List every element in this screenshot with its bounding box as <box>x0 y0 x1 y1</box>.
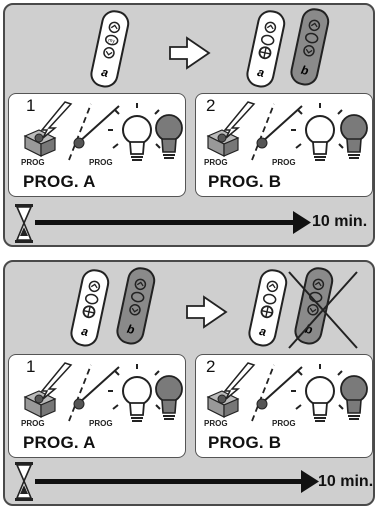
prog-card-graphics: PROG PROG <box>204 101 368 167</box>
prog-button-icon: PROG <box>204 390 240 428</box>
prog-button-icon: PROG <box>21 390 57 428</box>
prog-card-graphics: PROG PROG <box>204 362 368 428</box>
svg-text:PROG: PROG <box>89 158 113 167</box>
svg-text:PROG: PROG <box>204 158 228 167</box>
panel-1-graphics: my a a b <box>15 8 330 243</box>
bulb-on-icon <box>291 364 349 422</box>
svg-text:PROG: PROG <box>21 158 45 167</box>
step-number: 2 <box>206 357 216 376</box>
dashed-separator-icon <box>68 364 92 422</box>
prog-card-a: 1 PROG PROG <box>8 354 186 458</box>
pen-prog-icon: PROG <box>73 366 120 428</box>
pen-prog-icon: PROG <box>256 366 303 428</box>
timeline-arrow <box>35 470 319 493</box>
press-arrow-icon <box>40 101 73 139</box>
svg-text:PROG: PROG <box>272 158 296 167</box>
svg-text:b: b <box>300 63 310 78</box>
remote-b-after-removed: b <box>294 267 334 345</box>
prog-button-icon: PROG <box>204 129 240 167</box>
hourglass-icon <box>15 462 33 501</box>
press-arrow-icon <box>40 362 73 400</box>
timer-label: 10 min. <box>318 473 374 490</box>
bulb-off-icon <box>155 114 183 159</box>
panel-2-graphics: a b a <box>15 267 358 501</box>
svg-text:PROG: PROG <box>272 419 296 428</box>
prog-card-b: 2 PROG PROG <box>195 93 373 197</box>
transition-arrow-icon <box>186 295 228 329</box>
svg-text:b: b <box>126 322 136 337</box>
prog-card-b: 2 PROG PROG <box>195 354 373 458</box>
bulb-off-icon <box>155 375 183 420</box>
bulb-on-icon <box>291 103 349 161</box>
dashed-separator-icon <box>251 364 275 422</box>
prog-label: PROG. A <box>23 433 96 452</box>
svg-text:PROG: PROG <box>204 419 228 428</box>
hourglass-icon <box>15 204 33 243</box>
pen-prog-icon: PROG <box>73 105 120 167</box>
remote-a-before: a <box>70 269 110 347</box>
bulb-on-icon <box>108 364 166 422</box>
prog-label: PROG. B <box>208 433 282 452</box>
prog-card-a: 1 PROG PROG <box>8 93 186 197</box>
press-arrow-icon <box>223 362 256 400</box>
remote-b-before: b <box>116 267 156 345</box>
bulb-on-icon <box>108 103 166 161</box>
remote-a-before: my a <box>90 10 130 88</box>
prog-label: PROG. A <box>23 172 96 191</box>
svg-text:my: my <box>108 37 116 44</box>
step-panel-1: my a a b <box>3 3 375 247</box>
cross-out-icon <box>288 271 358 349</box>
svg-text:b: b <box>304 322 314 337</box>
remote-a-after: a <box>248 269 288 347</box>
timeline-arrow <box>35 211 311 234</box>
pen-prog-icon: PROG <box>256 105 303 167</box>
svg-text:a: a <box>100 65 110 80</box>
transition-arrow-icon <box>169 36 211 70</box>
remote-a-after: a <box>246 10 286 88</box>
dashed-separator-icon <box>251 103 275 161</box>
svg-text:a: a <box>258 324 268 339</box>
step-number: 1 <box>26 357 36 376</box>
step-panel-2: a b a <box>3 260 375 506</box>
prog-card-graphics: PROG PROG <box>21 101 183 167</box>
remote-b-after: b <box>290 8 330 86</box>
dashed-separator-icon <box>68 103 92 161</box>
bulb-off-icon <box>340 375 368 420</box>
bulb-off-icon <box>340 114 368 159</box>
svg-text:PROG: PROG <box>89 419 113 428</box>
step-number: 1 <box>26 96 36 115</box>
prog-label: PROG. B <box>208 172 282 191</box>
step-number: 2 <box>206 96 216 115</box>
svg-text:a: a <box>80 324 90 339</box>
svg-text:PROG: PROG <box>21 419 45 428</box>
prog-button-icon: PROG <box>21 129 57 167</box>
prog-card-graphics: PROG PROG <box>21 362 183 428</box>
timer-label: 10 min. <box>312 213 368 230</box>
press-arrow-icon <box>223 101 256 139</box>
svg-text:a: a <box>256 65 266 80</box>
